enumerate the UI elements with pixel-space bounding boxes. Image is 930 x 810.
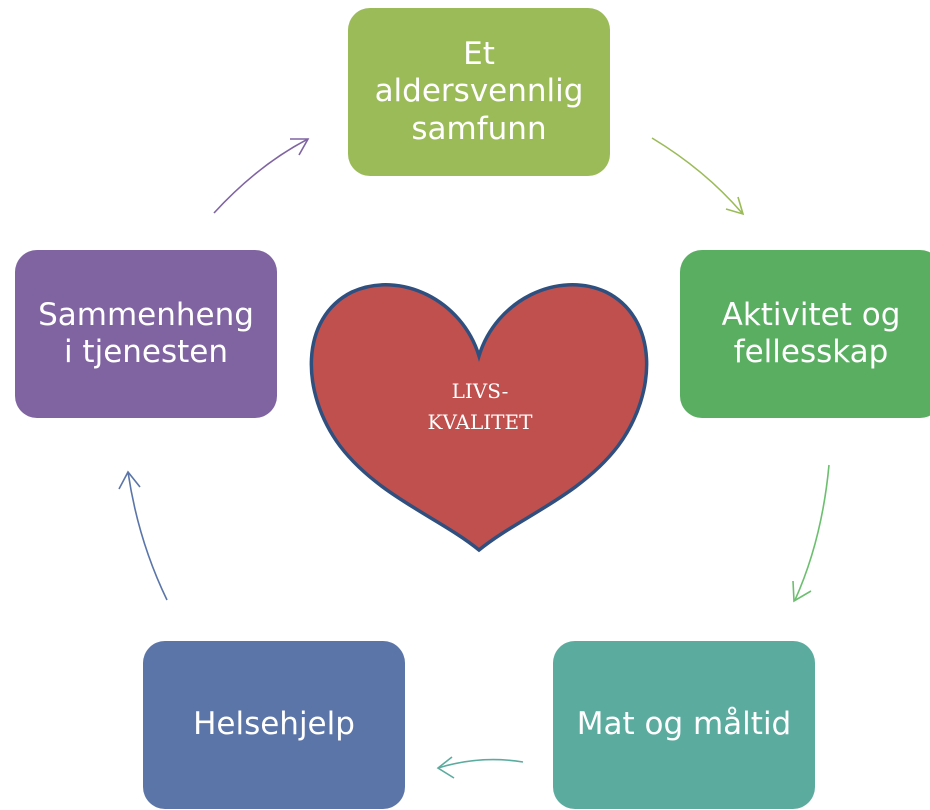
node-sammenheng-tjenesten: Sammenheng i tjenesten [15, 250, 277, 418]
node-aldersvennlig-samfunn: Et aldersvennlig samfunn [348, 8, 610, 176]
node-helsehjelp: Helsehjelp [143, 641, 405, 809]
node-mat-maltid: Mat og måltid [553, 641, 815, 809]
heart-shape [309, 283, 649, 553]
heart-label: LIVS- KVALITET [427, 379, 533, 434]
node-aktivitet-fellesskap: Aktivitet og fellesskap [680, 250, 930, 418]
arrow-right-to-bottom-right [792, 464, 830, 603]
arrow-top-to-right [651, 137, 745, 216]
arrow-left-to-top [213, 138, 310, 214]
arrow-bottom-right-to-bottom-left [436, 756, 524, 779]
arrow-bottom-left-to-left [118, 470, 168, 601]
